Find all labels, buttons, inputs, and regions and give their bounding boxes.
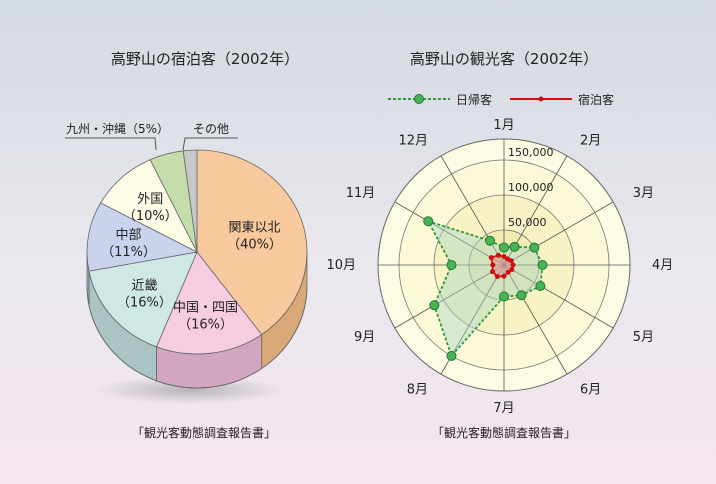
daytrip-point-12 bbox=[485, 235, 495, 246]
pie-label-4: 外国 bbox=[137, 192, 163, 207]
pie-pct-0: （40%） bbox=[227, 238, 282, 253]
radar-title: 高野山の観光客（2002年） bbox=[410, 50, 598, 68]
pie-label-0: 関東以北 bbox=[229, 220, 281, 236]
daytrip-point-1 bbox=[499, 242, 509, 253]
callout-line-kyushu bbox=[65, 137, 157, 151]
callout-other: その他 bbox=[182, 122, 238, 151]
pie-slice-0 bbox=[196, 149, 308, 336]
callout-kyushu-label: 九州・沖縄（5%） bbox=[66, 121, 169, 136]
month-label-5: 5月 bbox=[633, 330, 654, 345]
pie-source: 「観光客動態調査報告書」 bbox=[132, 425, 276, 440]
overnight-point-8 bbox=[494, 274, 500, 280]
daytrip-point-8 bbox=[446, 350, 457, 361]
legend-marker-daytrip bbox=[414, 94, 424, 104]
pie-label-2: 近畿 bbox=[131, 278, 157, 293]
month-label-11: 11月 bbox=[346, 186, 376, 201]
legend-label-daytrip: 日帰客 bbox=[456, 92, 492, 107]
month-label-7: 7月 bbox=[493, 401, 514, 416]
radar-spoke-10 bbox=[394, 201, 505, 266]
overnight-point-12 bbox=[495, 252, 501, 258]
callout-kyushu: 九州・沖縄（5%） bbox=[65, 121, 169, 151]
month-label-6: 6月 bbox=[580, 383, 601, 398]
overnight-point-6 bbox=[505, 269, 511, 275]
pie-pct-2: （16%） bbox=[117, 295, 172, 310]
pie-slice-1 bbox=[155, 251, 263, 355]
overnight-point-9 bbox=[489, 269, 495, 275]
month-label-4: 4月 bbox=[652, 258, 673, 273]
daytrip-point-2 bbox=[509, 241, 520, 252]
overnight-point-5 bbox=[509, 267, 515, 273]
daytrip-point-3 bbox=[529, 242, 540, 253]
pie-shadow bbox=[95, 376, 285, 404]
legend-label-overnight: 宿泊客 bbox=[578, 92, 614, 107]
radar-spoke-2 bbox=[503, 201, 614, 266]
radar-spoke-8 bbox=[394, 264, 505, 329]
pie-tops bbox=[86, 149, 308, 355]
daytrip-point-9 bbox=[429, 300, 440, 311]
daytrip-point-10 bbox=[446, 260, 457, 270]
pie-slice-3 bbox=[86, 202, 199, 272]
overnight-point-7 bbox=[501, 273, 507, 279]
pie-pct-3: （11%） bbox=[101, 245, 156, 260]
callout-line-other bbox=[182, 137, 238, 151]
rtick-label-1: 100,000 bbox=[508, 181, 554, 194]
pie-label-3: 中部 bbox=[116, 228, 142, 243]
overnight-point-11 bbox=[488, 255, 494, 261]
radar-series bbox=[423, 216, 548, 361]
pie-label-1: 中国・四国 bbox=[173, 301, 238, 316]
callout-other-label: その他 bbox=[193, 122, 229, 136]
pie-title: 高野山の宿泊客（2002年） bbox=[111, 50, 299, 68]
month-label-12: 12月 bbox=[398, 133, 428, 148]
month-label-9: 9月 bbox=[354, 330, 375, 345]
radar-spoke-4 bbox=[503, 264, 614, 329]
pie-slice-2 bbox=[88, 251, 198, 348]
rtick-label-0: 50,000 bbox=[508, 216, 547, 229]
radar-source: 「観光客動態調査報告書」 bbox=[432, 425, 576, 440]
daytrip-point-5 bbox=[535, 281, 546, 291]
radar-chart: 高野山の観光客（2002年） 日帰客 宿泊客 50,000 100,000 150,… bbox=[326, 50, 673, 440]
legend-marker-overnight bbox=[538, 96, 544, 102]
pie-bottom-edge bbox=[86, 285, 308, 389]
overnight-point-2 bbox=[505, 256, 510, 262]
month-label-1: 1月 bbox=[493, 118, 514, 133]
pie-labels: 関東以北（40%）中国・四国（16%）近畿（16%）中部（11%）外国（10%） bbox=[101, 192, 282, 333]
month-label-8: 8月 bbox=[407, 383, 428, 398]
rtick-label-2: 150,000 bbox=[508, 146, 554, 159]
overnight-point-3 bbox=[508, 258, 514, 264]
pie-pct-1: （16%） bbox=[178, 318, 233, 333]
radar-spoke-5 bbox=[503, 264, 568, 375]
overnight-point-10 bbox=[490, 262, 496, 268]
radar-labels: 50,000 100,000 150,000 1月 2月 3月 4月 5月 6月 7月 8月 9月 10… bbox=[326, 118, 673, 416]
radar-spoke-11 bbox=[440, 155, 505, 266]
month-label-10: 10月 bbox=[326, 258, 356, 273]
overnight-point-4 bbox=[510, 262, 516, 268]
daytrip-point-6 bbox=[516, 290, 527, 301]
daytrip-point-11 bbox=[423, 216, 434, 227]
month-label-3: 3月 bbox=[633, 186, 654, 201]
pie-pct-4: （10%） bbox=[123, 209, 178, 224]
pie-chart: 高野山の宿泊客（2002年） 関東以北（40%）中国・四国（16%）近畿（16%… bbox=[65, 50, 308, 440]
daytrip-point-4 bbox=[537, 260, 548, 270]
pie-slice-6 bbox=[182, 149, 198, 253]
month-label-2: 2月 bbox=[580, 133, 601, 148]
daytrip-point-7 bbox=[499, 291, 509, 302]
radar-legend: 日帰客 宿泊客 bbox=[388, 92, 614, 107]
